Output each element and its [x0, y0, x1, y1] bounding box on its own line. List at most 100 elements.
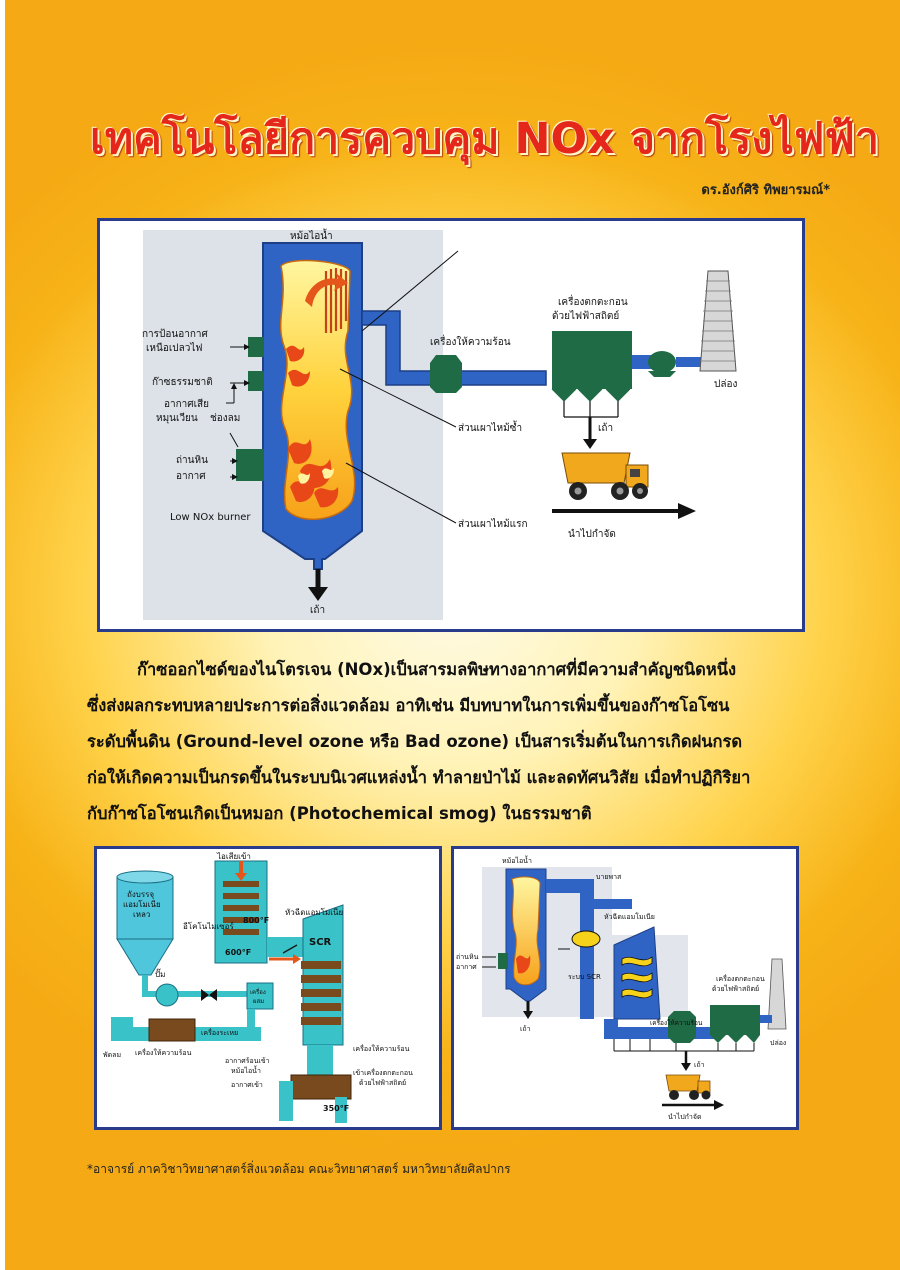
- label-economizer: อีโคโนไมเซอร์: [183, 921, 235, 931]
- label-overfire-air-2: เหนือเปลวไฟ: [146, 342, 202, 354]
- label-hot-air-1: อากาศร้อนเข้า: [225, 1057, 270, 1065]
- label-primary-zone: ส่วนเผาไหม้แรก: [458, 518, 528, 530]
- ammonia-injector: [571, 930, 601, 948]
- label-plant-heater: เครื่องให้ความร้อน: [650, 1018, 703, 1027]
- label-vaporizer: เครื่องระเหย: [201, 1028, 238, 1037]
- label-pump: ปั๊ม: [155, 968, 165, 979]
- ammonia-tank: [116, 870, 174, 976]
- label-temp-600: 600°F: [225, 948, 251, 957]
- catalyst-layers: [301, 961, 341, 1025]
- author-footnote: *อาจารย์ ภาควิชาวิทยาศาสตร์สิ่งแวดล้อม ค…: [87, 1162, 511, 1176]
- label-to-esp-2: ด้วยไฟฟ้าสถิตย์: [359, 1078, 406, 1087]
- label-boiler: หม้อไอน้ำ: [290, 228, 333, 242]
- paragraph-line: ก๊าซออกไซด์ของไนโตรเจน (NOx)เป็นสารมลพิษ…: [137, 660, 737, 679]
- label-plant-esp-1: เครื่องตกตะกอน: [716, 974, 765, 983]
- paragraph-line: ระดับพื้นดิน (Ground-level ozone หรือ Ba…: [87, 732, 743, 751]
- plant-burner: [498, 953, 508, 969]
- plant-stack: [767, 958, 787, 1030]
- label-plant-ash: เถ้า: [520, 1025, 531, 1033]
- label-mixer-2: ผสม: [253, 998, 264, 1005]
- label-tank-1: ถังบรรจุ: [127, 890, 154, 899]
- paragraph-line: ซึ่งส่งผลกระทบหลายประการต่อสิ่งแวดล้อม อ…: [87, 696, 730, 715]
- injector-nozzle: [282, 944, 298, 954]
- label-plant-coal: ถ่านหิน: [456, 953, 479, 961]
- label-esp-1: เครื่องตกตะกอน: [558, 294, 628, 308]
- label-tank-3: เหลว: [133, 910, 150, 919]
- label-plant-air: อากาศ: [456, 963, 477, 971]
- bypass-duct: [546, 879, 594, 1019]
- page-title: เทคโนโลยีการควบคุม NOx จากโรงไฟฟ้า: [90, 114, 879, 164]
- low-nox-burner: [236, 449, 264, 481]
- esp-hoppers-lines: [563, 401, 619, 418]
- gas-port: [248, 371, 264, 391]
- scr-diagram-svg: ถังบรรจุ แอมโมเนีย เหลว ไอเสียเข้า อีโคโ…: [103, 852, 413, 1123]
- reburn-flames: [286, 345, 310, 387]
- label-scr: SCR: [309, 937, 332, 948]
- label-air-port: ช่องลม: [210, 413, 240, 424]
- induced-draft-fan: [648, 351, 676, 373]
- power-plant-scr-diagram: หม้อไอน้ำ บายพาส หัวฉีดแอมโมเนีย ถ่านหิน…: [451, 846, 799, 1130]
- label-air-heater: เครื่องให้ความร้อน: [430, 334, 511, 348]
- plant-ash-lines: [613, 1039, 755, 1052]
- boiler-nox-control-diagram: หม้อไอน้ำ การป้อนอากาศ เหนือเปลวไฟ ก๊าซธ…: [97, 218, 805, 632]
- scr-catalyst-bands: [621, 956, 653, 999]
- label-heater: เครื่องให้ความร้อน: [135, 1048, 192, 1057]
- lower-air-heater: [290, 1074, 352, 1100]
- label-stack: ปล่อง: [714, 379, 737, 390]
- boiler-diagram-svg: หม้อไอน้ำ การป้อนอากาศ เหนือเปลวไฟ ก๊าซธ…: [142, 228, 737, 620]
- label-reburn-zone: ส่วนเผาไหม้ซ้ำ: [458, 420, 522, 434]
- label-recirc-1: อากาศเสีย: [164, 398, 209, 410]
- scr-system-diagram: ถังบรรจุ แอมโมเนีย เหลว ไอเสียเข้า อีโคโ…: [94, 846, 442, 1130]
- label-esp-2: ด้วยไฟฟ้าสถิตย์: [552, 310, 619, 322]
- primary-flames: [288, 439, 339, 508]
- label-to-esp-1: เข้าเครื่องตกตะกอน: [353, 1068, 413, 1077]
- label-coal: ถ่านหิน: [176, 455, 208, 466]
- label-low-nox-burner: Low NOx burner: [170, 512, 251, 523]
- label-injector: หัวฉีดแอมโมเนีย: [285, 907, 343, 917]
- dump-truck-icon: [561, 452, 649, 500]
- flue-swirl-arrow: [305, 273, 348, 307]
- plant-air-heater: [668, 1011, 696, 1043]
- label-fan: พัดลม: [103, 1051, 121, 1059]
- label-overfire-air-1: การป้อนอากาศ: [142, 328, 209, 340]
- label-temp-800: 800°F: [243, 916, 269, 925]
- heater-block: [148, 1018, 196, 1042]
- label-heater-right: เครื่องให้ความร้อน: [353, 1044, 410, 1053]
- intro-paragraph: ก๊าซออกไซด์ของไนโตรเจน (NOx)เป็นสารมลพิษ…: [87, 652, 807, 832]
- label-disposal: นำไปกำจัด: [568, 528, 616, 540]
- economizer-coils: [223, 881, 259, 935]
- label-bottom-ash: เถ้า: [310, 604, 325, 616]
- label-hot-air-2: หม้อไอน้ำ: [231, 1064, 261, 1075]
- flue-duct: [361, 310, 547, 386]
- paragraph-line: กับก๊าซโอโซนเกิดเป็นหมอก (Photochemical …: [87, 804, 592, 823]
- plant-esp: [710, 1005, 760, 1035]
- label-bypass: บายพาส: [596, 873, 622, 881]
- label-plant-injector: หัวฉีดแอมโมเนีย: [604, 912, 655, 921]
- leader-lines: [226, 250, 459, 524]
- label-plant-esp-ash: เถ้า: [694, 1061, 705, 1069]
- air-heater: [430, 355, 462, 393]
- label-temp-350: 350°F: [323, 1104, 349, 1113]
- label-flue-in: ไอเสียเข้า: [216, 852, 251, 861]
- label-recirc-2: หมุนเวียน: [156, 412, 198, 424]
- label-natural-gas: ก๊าซธรรมชาติ: [152, 376, 213, 388]
- magazine-page: เทคโนโลยีการควบคุม NOx จากโรงไฟฟ้า ดร.อั…: [5, 0, 900, 1270]
- label-air: อากาศ: [176, 471, 206, 482]
- label-plant-esp-2: ด้วยไฟฟ้าสถิตย์: [712, 984, 759, 993]
- label-tank-2: แอมโมเนีย: [123, 899, 161, 909]
- plant-dump-truck-icon: [665, 1074, 711, 1100]
- label-esp-ash: เถ้า: [598, 422, 613, 434]
- label-air-in: อากาศเข้า: [231, 1081, 263, 1089]
- label-plant-stack: ปล่อง: [770, 1039, 786, 1047]
- label-plant-disposal: นำไปกำจัด: [668, 1112, 702, 1121]
- stack: [699, 270, 737, 372]
- label-plant-boiler: หม้อไอน้ำ: [502, 854, 532, 865]
- label-mixer-1: เครื่อง: [250, 988, 266, 996]
- label-scr-system: ระบบ SCR: [568, 973, 601, 981]
- author-byline: ดร.อังก์ศิริ ทิพยารมณ์*: [701, 183, 830, 198]
- paragraph-line: ก่อให้เกิดความเป็นกรดขึ้นในระบบนิเวศแหล่…: [87, 768, 751, 787]
- pump-icon: [155, 983, 179, 1007]
- mixer-box: [246, 982, 274, 1010]
- overfire-air-port: [248, 337, 264, 357]
- electrostatic-precipitator: [552, 331, 632, 389]
